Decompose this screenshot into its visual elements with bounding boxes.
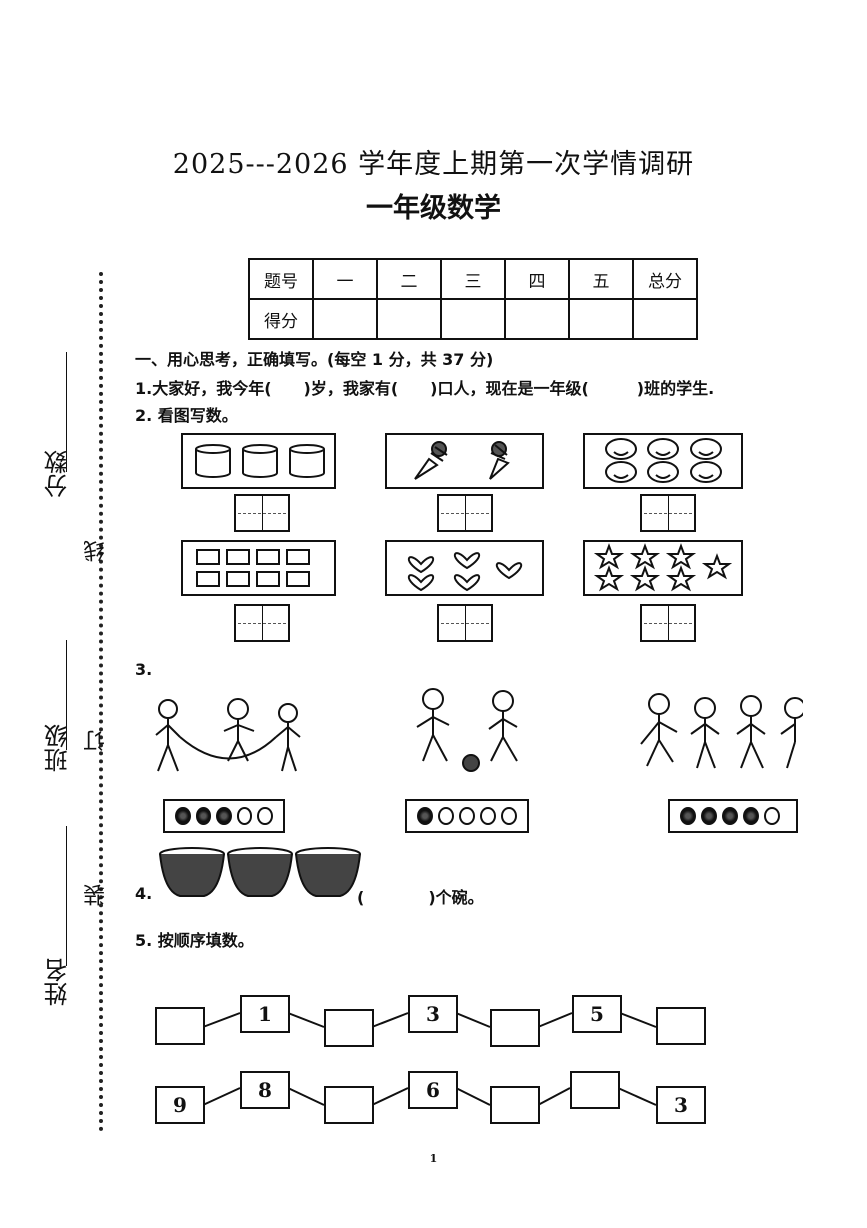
score-table-cell: 四 <box>504 258 570 300</box>
sequence-box: 5 <box>572 995 622 1033</box>
cylinder-picture <box>181 433 336 489</box>
bowl-icon <box>159 847 361 897</box>
filled-circle-icon <box>417 807 433 825</box>
answer-box[interactable] <box>234 494 290 532</box>
side-char-ding: 订 <box>84 730 109 752</box>
filled-circle-icon <box>216 807 232 825</box>
side-blank-line <box>66 826 67 966</box>
sequence-box: 3 <box>656 1086 706 1124</box>
side-label-name: 姓名 <box>44 958 72 1006</box>
sequence-box[interactable] <box>656 1007 706 1045</box>
question-5: 5. 按顺序填数。 <box>135 931 254 950</box>
score-table-score-row: 得分 <box>248 298 698 340</box>
jump-rope-children-illustration <box>155 698 301 772</box>
star-picture <box>583 540 743 596</box>
binding-dotted-line <box>99 272 103 1132</box>
filled-circle-icon <box>743 807 759 825</box>
side-char-xian: 线 <box>84 540 109 562</box>
heart-picture <box>385 540 544 596</box>
answer-box[interactable] <box>437 494 493 532</box>
empty-circle-icon[interactable] <box>501 807 517 825</box>
running-children-illustration <box>640 693 803 769</box>
question-1: 1.大家好，我今年( )岁，我家有( )口人，现在是一年级( )班的学生. <box>135 379 715 398</box>
score-table-header-row: 题号 一 二 三 四 五 总分 <box>248 258 698 300</box>
answer-box[interactable] <box>437 604 493 642</box>
filled-circle-icon <box>175 807 191 825</box>
empty-circle-icon[interactable] <box>257 807 273 825</box>
question-2: 2. 看图写数。 <box>135 406 238 425</box>
answer-box[interactable] <box>640 604 696 642</box>
score-input-cell[interactable] <box>632 298 698 340</box>
score-table: 题号 一 二 三 四 五 总分 得分 <box>248 258 698 340</box>
score-input-cell[interactable] <box>504 298 570 340</box>
empty-circle-icon[interactable] <box>764 807 780 825</box>
side-label-score: 分数 <box>44 450 72 498</box>
star-icon <box>593 543 733 592</box>
filled-circle-icon <box>195 807 212 825</box>
sequence-box: 3 <box>408 995 458 1033</box>
heart-icon <box>408 552 522 592</box>
side-blank-line <box>66 640 67 750</box>
section-heading: 一、用心思考，正确填写。(每空 1 分，共 37 分) <box>135 350 494 369</box>
answer-box[interactable] <box>234 604 290 642</box>
side-label-class: 班级 <box>44 724 72 772</box>
score-input-cell[interactable] <box>312 298 378 340</box>
empty-circle-icon[interactable] <box>236 807 253 825</box>
page-number: 1 <box>429 1152 438 1165</box>
question-4-answer[interactable]: ( )个碗。 <box>357 888 484 907</box>
side-blank-line <box>66 352 67 472</box>
question-3: 3. <box>135 660 153 679</box>
sequence-box: 1 <box>240 995 290 1033</box>
score-table-cell: 题号 <box>248 258 314 300</box>
exam-title: 2025---2026 学年度上期第一次学情调研 <box>172 149 695 180</box>
score-input-cell[interactable] <box>440 298 506 340</box>
dot-counter-1 <box>163 799 285 833</box>
score-table-cell: 二 <box>376 258 442 300</box>
filled-circle-icon <box>680 807 696 825</box>
cube-icon <box>196 549 310 587</box>
side-char-zhuang: 装 <box>84 884 109 906</box>
score-table-cell: 得分 <box>248 298 314 340</box>
score-input-cell[interactable] <box>568 298 634 340</box>
smiley-picture <box>583 433 743 489</box>
sequence-box[interactable] <box>490 1009 540 1047</box>
soccer-children-illustration <box>416 688 518 772</box>
answer-box[interactable] <box>640 494 696 532</box>
filled-circle-icon <box>722 807 738 825</box>
score-input-cell[interactable] <box>376 298 442 340</box>
score-table-cell: 三 <box>440 258 506 300</box>
sequence-box[interactable] <box>490 1086 540 1124</box>
empty-circle-icon[interactable] <box>438 807 454 825</box>
filled-circle-icon <box>701 807 717 825</box>
question-4-number: 4. <box>135 884 153 903</box>
sequence-box: 9 <box>155 1086 205 1124</box>
sequence-box: 8 <box>240 1071 290 1109</box>
shuttlecock-icon <box>414 441 510 480</box>
shuttlecock-picture <box>385 433 544 489</box>
sequence-box: 6 <box>408 1071 458 1109</box>
sequence-box[interactable] <box>155 1007 205 1045</box>
cube-picture <box>181 540 336 596</box>
exam-subtitle: 一年级数学 <box>366 193 501 224</box>
empty-circle-icon[interactable] <box>459 807 475 825</box>
score-table-cell: 一 <box>312 258 378 300</box>
score-table-cell: 总分 <box>632 258 698 300</box>
dot-counter-3 <box>668 799 798 833</box>
sequence-box[interactable] <box>324 1009 374 1047</box>
sequence-box[interactable] <box>324 1086 374 1124</box>
empty-circle-icon[interactable] <box>480 807 496 825</box>
score-table-cell: 五 <box>568 258 634 300</box>
cylinder-icon <box>195 444 325 478</box>
sequence-box[interactable] <box>570 1071 620 1109</box>
dot-counter-2 <box>405 799 529 833</box>
smiley-icon <box>605 438 722 483</box>
